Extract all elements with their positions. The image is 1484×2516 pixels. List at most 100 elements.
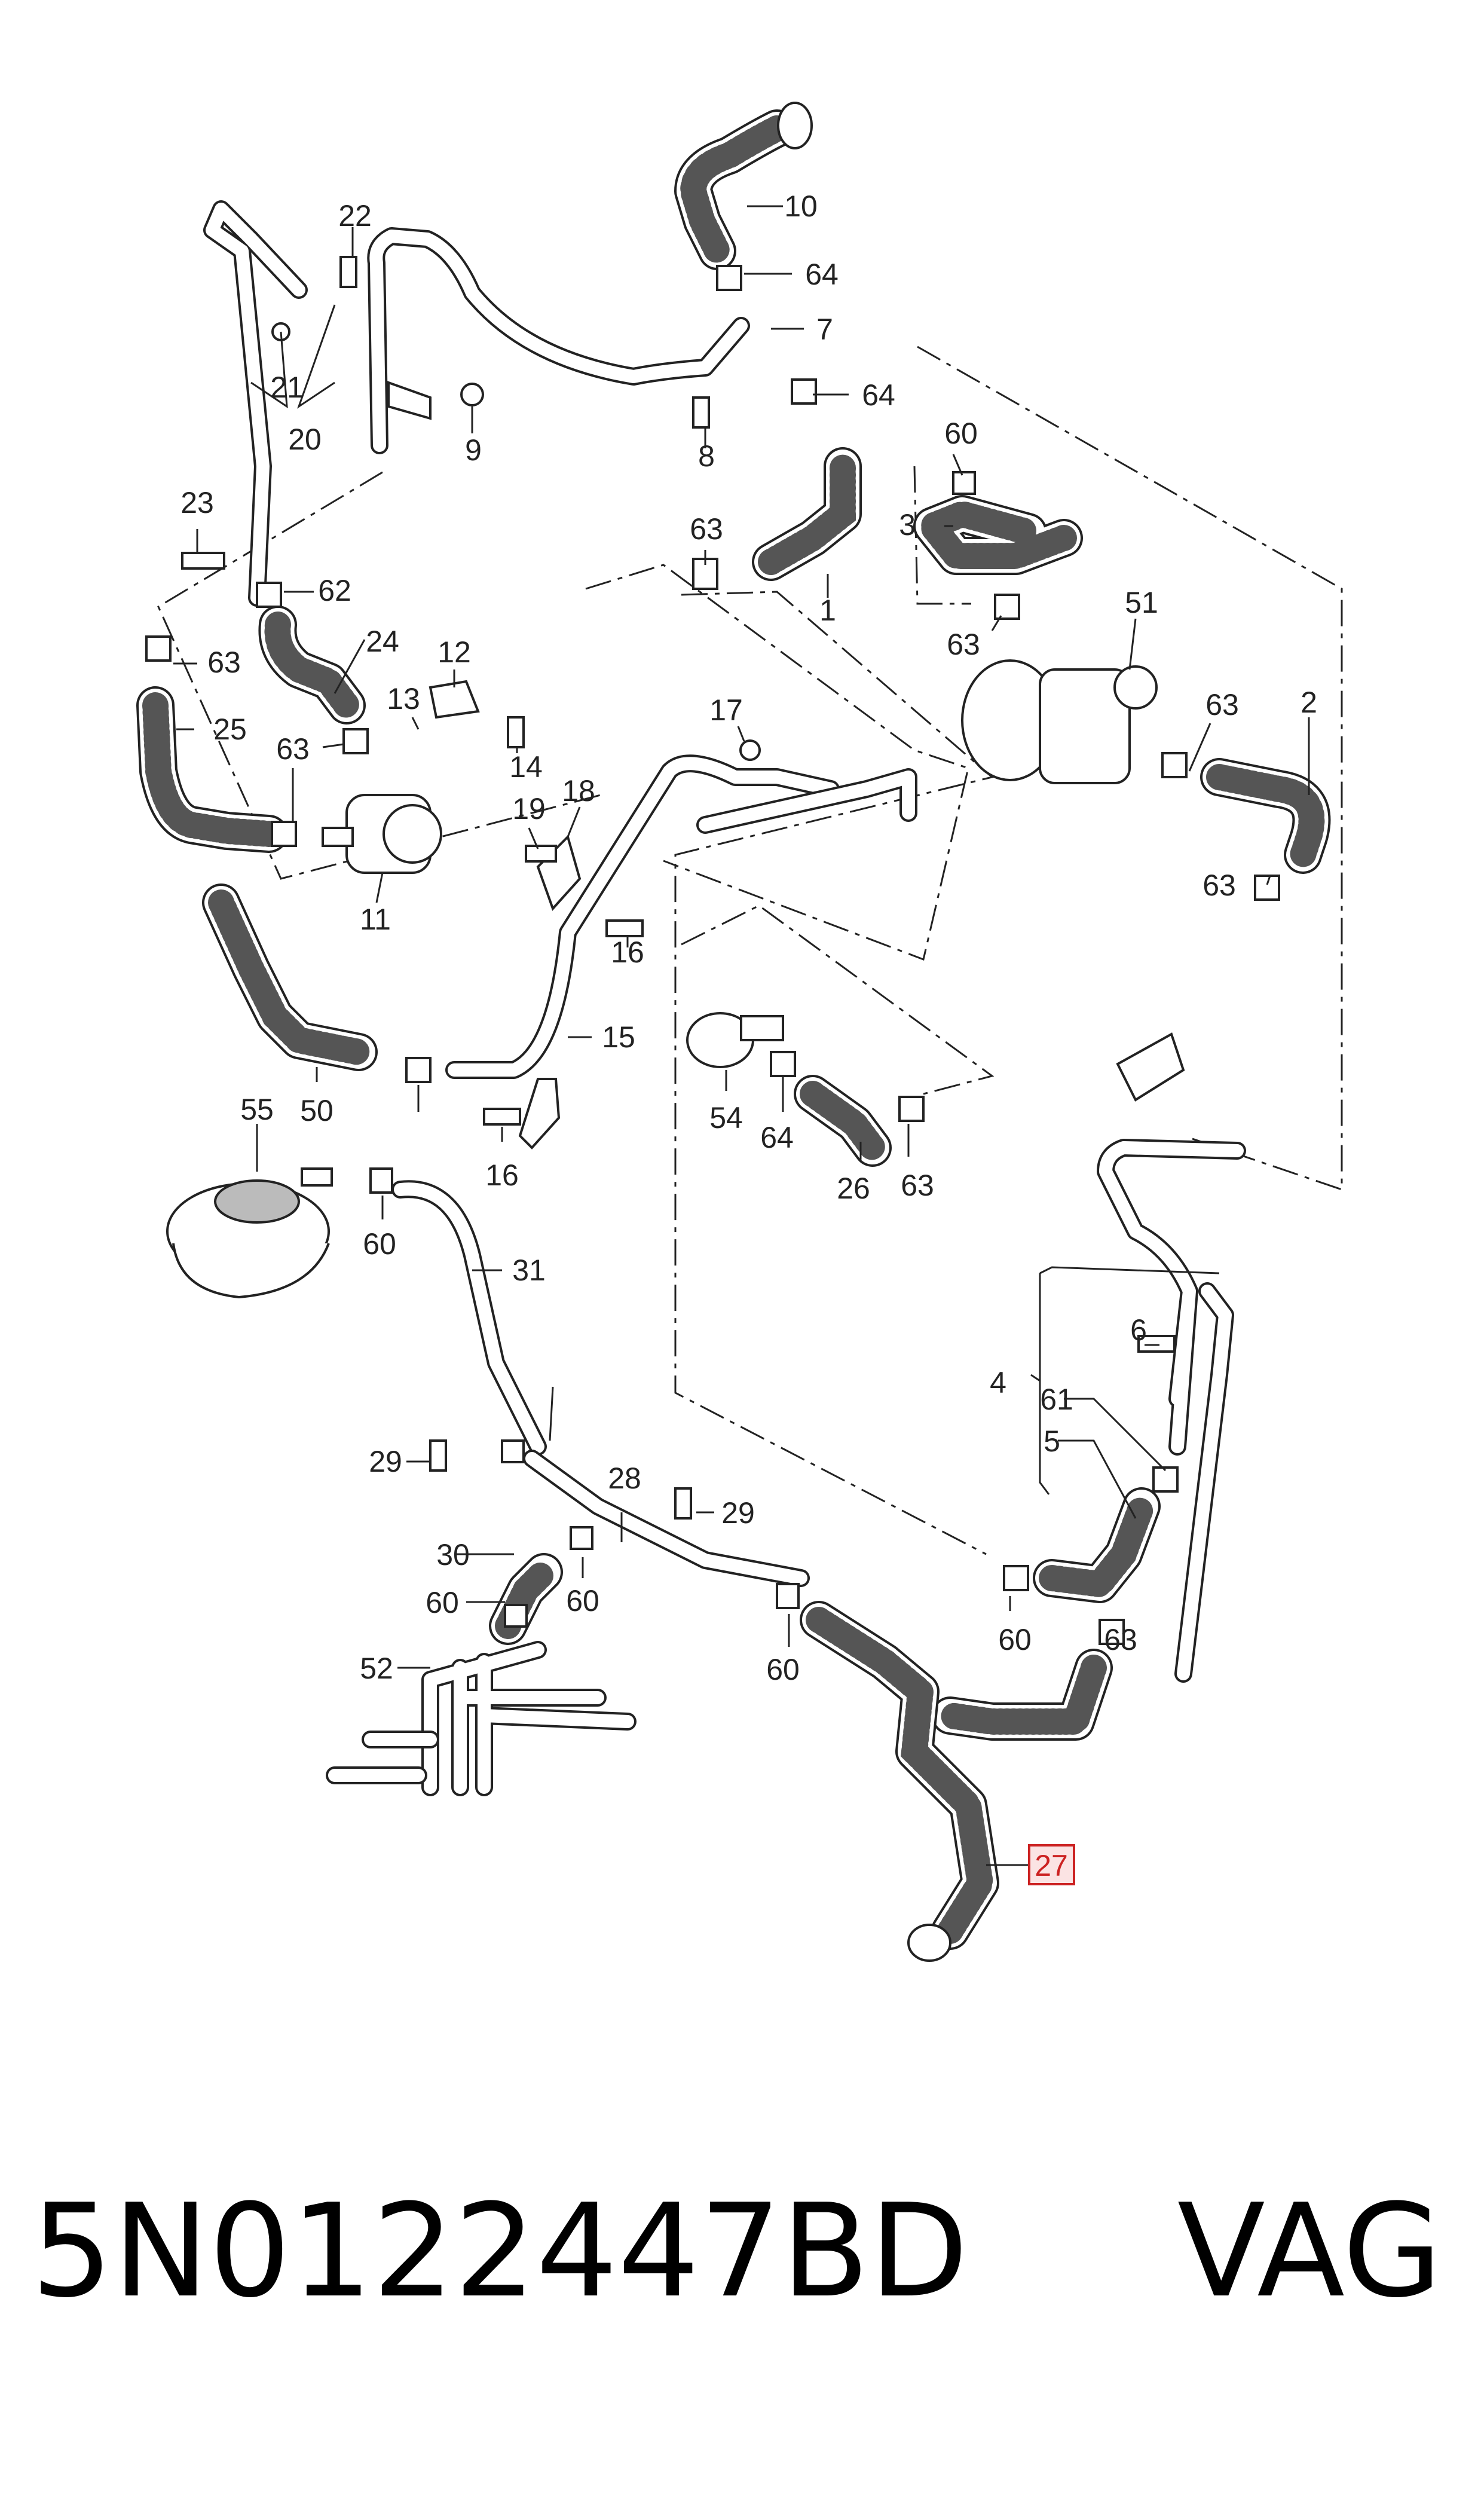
callout: 29 [721,1496,755,1530]
bolt-22 [339,256,357,288]
clamp-63b [994,594,1020,620]
bracket-16 [518,1078,561,1150]
callout: 13 [387,682,420,716]
callout: 12 [437,635,471,669]
callout: 64 [862,378,895,412]
clamp-60g [1003,1565,1029,1591]
callout: 25 [213,713,247,746]
clamp-60a [952,471,976,495]
callout: 20 [288,423,322,456]
callout: 11 [360,903,391,936]
callout: 63 [1203,869,1236,902]
clamp-62 [256,582,282,608]
callout: 63 [1205,688,1239,722]
callout: 50 [300,1094,333,1127]
callout: 3 [899,508,916,542]
callout: 16 [611,936,644,969]
callout: 60 [998,1623,1032,1656]
bracket-9 [387,381,432,420]
bolt-8 [692,396,710,429]
callout: 60 [363,1227,396,1261]
callout: 61 [1040,1383,1073,1416]
boundary-thermostat [681,904,995,1095]
callout: 9 [465,433,482,467]
boundary-pump-box [913,466,971,605]
clamp-63d [1254,875,1280,901]
clamp-63e [145,635,172,662]
callout: 52 [360,1652,393,1685]
callout: 19 [512,792,546,826]
callout: 63 [690,512,723,546]
callout: 14 [509,750,543,784]
callout: 63 [276,732,310,766]
clamps [145,265,1280,1645]
leader-lines [173,205,1310,1866]
clamp-63j [1099,1619,1125,1645]
boundary-middle [674,591,995,1555]
bolt-19 [525,845,557,863]
highlighted-callout: 27 [1035,1849,1068,1882]
bolt-16b [483,1108,521,1126]
hose-10-connector [777,102,813,149]
callout: 28 [608,1462,641,1495]
bolt-29a [429,1439,447,1472]
callout: 24 [366,625,399,658]
callout: 22 [338,199,372,233]
clamp-64c [770,1051,796,1077]
callout: 23 [180,486,214,519]
clamp-64a [716,265,742,291]
clamp-63h [405,1057,432,1083]
callout-labels: 22 10 64 7 21 20 9 8 64 60 23 3 63 62 63… [180,189,1317,1885]
rubber-hoses [136,109,1331,1950]
clamp-60e [504,1604,528,1628]
clamp-63f [342,728,369,754]
callout: 16 [485,1158,519,1192]
callout: 7 [816,313,833,346]
bolt-14 [507,716,525,748]
callout: 4 [990,1366,1006,1399]
callout: 63 [207,646,241,679]
clamp-63g [271,821,297,847]
highlighted-callout-box [1028,1844,1075,1885]
boundary-right [917,346,1343,1191]
bolt-6 [1137,1335,1176,1353]
callout: 17 [709,693,743,727]
callout: 1 [819,594,836,627]
callout: 60 [766,1653,800,1686]
hose-27-end-connector [907,1924,951,1962]
clamp-63i [898,1096,925,1122]
washer-9 [460,383,484,406]
callout: 60 [944,417,978,450]
callout: 62 [318,574,351,607]
callout: 55 [240,1093,274,1126]
callout: 60 [426,1586,459,1619]
clamp-60c [501,1439,525,1463]
part-number: 5N0122447BD [31,2176,969,2326]
callout: 10 [784,189,818,223]
expansion-tank-cap [214,1179,300,1224]
callout: 54 [709,1101,743,1135]
callout: 15 [602,1020,635,1054]
callout: 63 [947,628,980,661]
callout: 63 [1104,1623,1137,1656]
components [166,102,1185,1962]
clamp-63c [1161,752,1188,778]
footer-caption: 5N0122447BD VAG [0,2176,1484,2355]
callout: 30 [436,1538,470,1572]
clamp-60f [776,1583,800,1609]
callout: 31 [512,1254,546,1287]
bolt-29b [674,1487,692,1520]
callout: 63 [901,1169,934,1202]
bolt-16a [605,919,644,937]
callout: 8 [698,439,715,473]
coolant-pipe-28 [523,1450,810,1587]
boundary-upper-middle [585,564,969,961]
callout: 6 [1130,1313,1147,1347]
boundary-left-upper [157,471,601,880]
clamp-64b [791,378,817,405]
callout: 5 [1044,1424,1060,1458]
clamp-61 [1152,1466,1179,1493]
callout: 21 [270,371,304,404]
clamp-60d [570,1526,593,1550]
